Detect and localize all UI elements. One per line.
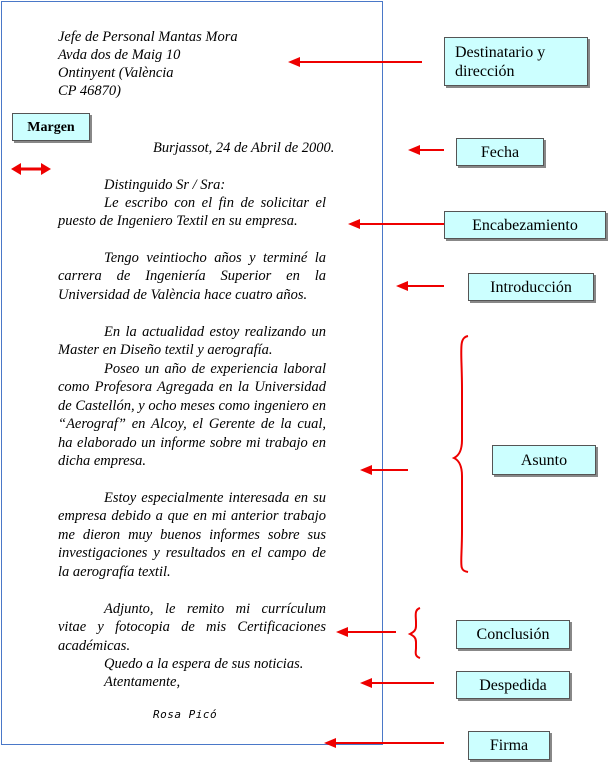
arrowhead-encabezamiento-icon xyxy=(348,219,360,229)
brace-asunto-icon xyxy=(451,335,469,573)
arrowhead-destinatario-icon xyxy=(288,57,300,67)
arrowhead-despedida-icon xyxy=(360,678,372,688)
brace-conclusion-icon xyxy=(407,607,421,659)
recipient-line-4: CP 46870) xyxy=(58,83,121,99)
arrowhead-conclusion-icon xyxy=(336,627,348,637)
recipient-line-3: Ontinyent (València xyxy=(58,65,174,81)
label-destinatario: Destinatario y dirección xyxy=(444,37,588,86)
paragraph-conclusion: Adjunto, le remito mi currículum vitae y… xyxy=(58,601,326,654)
arrowhead-asunto-icon xyxy=(360,465,372,475)
paragraph-encabezamiento: Le escribo con el fin de solicitar el pu… xyxy=(58,195,326,230)
arrowhead-introduccion-icon xyxy=(396,281,408,291)
paragraph-introduccion: Tengo veintiocho años y terminé la carre… xyxy=(58,250,326,303)
arrowhead-fecha-icon xyxy=(408,145,420,155)
label-margen: Margen xyxy=(12,113,90,141)
label-encabezamiento: Encabezamiento xyxy=(444,211,606,239)
paragraph-interes: Estoy especialmente interesada en su emp… xyxy=(58,490,326,580)
label-introduccion: Introducción xyxy=(468,273,594,301)
salutation: Distinguido Sr / Sra: xyxy=(104,177,226,193)
label-fecha: Fecha xyxy=(456,138,544,166)
label-asunto: Asunto xyxy=(492,445,596,475)
label-firma: Firma xyxy=(468,731,550,760)
recipient-line-1: Jefe de Personal Mantas Mora xyxy=(58,29,238,45)
signature: Rosa Picó xyxy=(153,708,218,721)
label-despedida: Despedida xyxy=(456,671,570,699)
closing-line: Quedo a la espera de sus noticias. xyxy=(104,656,304,672)
label-conclusion: Conclusión xyxy=(456,620,570,649)
paragraph-master: En la actualidad estoy realizando un Mas… xyxy=(58,324,326,359)
letter-page-frame xyxy=(1,1,383,745)
paragraph-experiencia: Poseo un año de experiencia laboral como… xyxy=(58,361,326,470)
margin-double-arrow-icon xyxy=(11,163,51,175)
letter-date: Burjassot, 24 de Abril de 2000. xyxy=(153,140,335,156)
recipient-line-2: Avda dos de Maig 10 xyxy=(58,47,181,63)
farewell: Atentamente, xyxy=(104,674,181,690)
arrowhead-firma-icon xyxy=(324,738,336,748)
